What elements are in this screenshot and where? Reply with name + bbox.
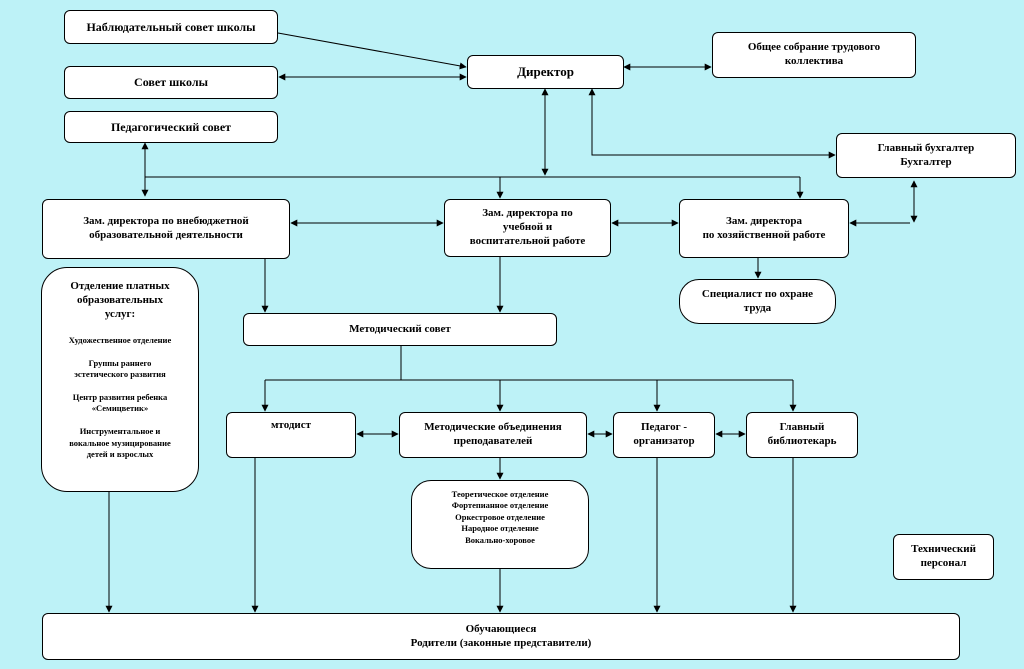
department-item: Народное отделение (461, 523, 539, 534)
students-parents-box: Обучающиеся Родители (законные представи… (42, 613, 960, 660)
general-meeting-box: Общее собрание трудового коллектива (712, 32, 916, 78)
paid-services-box: Отделение платных образовательных услуг:… (41, 267, 199, 492)
methodist-box: мтодист (226, 412, 356, 458)
link-observers-director (277, 32, 467, 70)
methodical-associations-box: Методические объединения преподавателей (399, 412, 587, 458)
department-item: Фортепианное отделение (451, 500, 549, 511)
deputy-extrabudget-box: Зам. директора по внебюджетной образоват… (42, 199, 290, 259)
paid-item: Инструментальное и вокальное музицирован… (69, 426, 171, 459)
paid-services-title: Отделение платных образовательных услуг: (70, 280, 170, 320)
observers-council-box: Наблюдательный совет школы (64, 10, 278, 44)
librarian-box: Главный библиотекарь (746, 412, 858, 458)
link-director-accountant (588, 88, 836, 159)
department-item: Теоретическое отделение (451, 488, 549, 499)
pedagogical-council-box: Педагогический совет (64, 111, 278, 143)
technical-staff-box: Технический персонал (893, 534, 994, 580)
department-item: Вокально-хоровое (465, 534, 535, 545)
departments-box: Теоретическое отделение Фортепианное отд… (411, 480, 589, 569)
labor-safety-specialist-box: Специалист по охране труда (679, 279, 836, 324)
director-box: Директор (467, 55, 624, 89)
chief-accountant-box: Главный бухгалтер Бухгалтер (836, 133, 1016, 178)
paid-item: Группы раннего эстетического развития (74, 358, 166, 380)
deputy-economics-box: Зам. директора по хозяйственной работе (679, 199, 849, 258)
organizer-box: Педагог - организатор (613, 412, 715, 458)
methodical-council-box: Методический совет (243, 313, 557, 346)
paid-item: Художественное отделение (68, 335, 172, 346)
paid-item: Центр развития ребенка «Семицветик» (72, 392, 168, 414)
department-item: Оркестровое отделение (455, 511, 545, 522)
deputy-education-box: Зам. директора по учебной и воспитательн… (444, 199, 611, 257)
school-council-box: Совет школы (64, 66, 278, 99)
